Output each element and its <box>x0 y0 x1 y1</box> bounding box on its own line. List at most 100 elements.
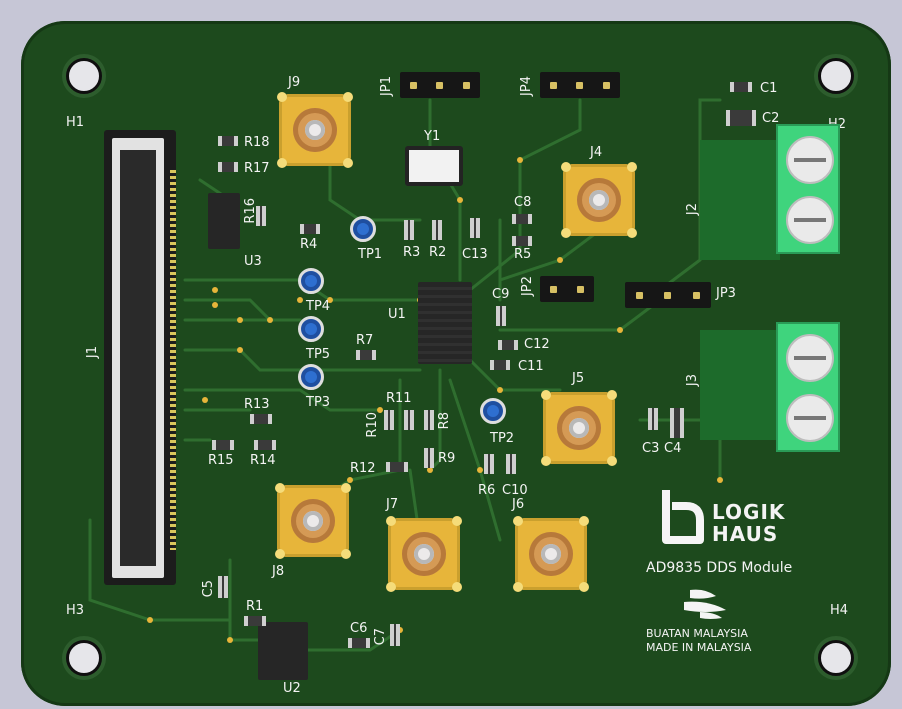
label-c10: C10 <box>502 483 528 498</box>
terminal-block-j3 <box>776 322 840 452</box>
connector-j1 <box>104 130 176 585</box>
resistor-r10 <box>384 410 394 430</box>
jumper-jp2 <box>540 276 594 302</box>
brand-line1: LOGIK <box>712 500 786 524</box>
label-h1: H1 <box>66 115 85 130</box>
label-r5: R5 <box>514 247 532 262</box>
capacitor-c4 <box>670 408 684 438</box>
label-r14: R14 <box>250 453 276 468</box>
jumper-jp4 <box>540 72 620 98</box>
label-j9: J9 <box>288 75 301 90</box>
sma-connector-j5 <box>541 390 617 466</box>
mounting-hole-h2 <box>818 58 854 94</box>
label-r7: R7 <box>356 333 374 348</box>
terminal-j2-body <box>700 140 780 260</box>
label-c3: C3 <box>642 441 660 456</box>
resistor-r17 <box>218 162 238 172</box>
resistor-r5 <box>512 236 532 246</box>
label-c2: C2 <box>762 111 780 126</box>
label-c11: C11 <box>518 359 544 374</box>
screw-icon <box>786 394 834 442</box>
jumper-jp3 <box>625 282 711 308</box>
label-c9: C9 <box>492 287 510 302</box>
mounting-hole-h1 <box>66 58 102 94</box>
resistor-r11 <box>404 410 414 430</box>
capacitor-c11 <box>490 360 510 370</box>
testpoint-tp2 <box>480 398 506 424</box>
brand-line2: HAUS <box>712 522 779 546</box>
label-r2: R2 <box>429 245 447 260</box>
ic-u2 <box>258 622 308 680</box>
resistor-r1 <box>244 616 266 626</box>
sma-connector-j8 <box>275 483 351 559</box>
capacitor-c8 <box>512 214 532 224</box>
label-h4: H4 <box>830 603 849 618</box>
label-h3: H3 <box>66 603 85 618</box>
label-r11: R11 <box>386 391 412 406</box>
capacitor-c5 <box>218 576 228 598</box>
label-j6: J6 <box>512 497 525 512</box>
label-tp2: TP2 <box>490 431 515 446</box>
capacitor-c6 <box>348 638 370 648</box>
label-jp3: JP3 <box>716 286 736 301</box>
label-tp1: TP1 <box>358 247 383 262</box>
capacitor-c13 <box>470 218 480 238</box>
screw-icon <box>786 196 834 244</box>
screw-icon <box>786 334 834 382</box>
screw-icon <box>786 136 834 184</box>
label-r13: R13 <box>244 397 270 412</box>
resistor-r4 <box>300 224 320 234</box>
label-c1: C1 <box>760 81 778 96</box>
origin-line2: MADE IN MALAYSIA <box>646 641 752 654</box>
testpoint-tp5 <box>298 316 324 342</box>
capacitor-c9 <box>496 306 506 326</box>
capacitor-c2 <box>726 110 756 126</box>
resistor-r13 <box>250 414 272 424</box>
label-j7: J7 <box>386 497 399 512</box>
resistor-r12 <box>386 462 408 472</box>
resistor-r15 <box>212 440 234 450</box>
capacitor-c7 <box>390 624 400 646</box>
label-u2: U2 <box>283 681 301 696</box>
label-u3: U3 <box>244 254 262 269</box>
capacitor-c1 <box>730 82 752 92</box>
label-r18: R18 <box>244 135 270 150</box>
terminal-j3-body <box>700 330 780 440</box>
label-r6: R6 <box>478 483 496 498</box>
resistor-r6 <box>484 454 494 474</box>
resistor-r8 <box>424 410 434 430</box>
mounting-hole-h3 <box>66 640 102 676</box>
jumper-jp1 <box>400 72 480 98</box>
label-c12: C12 <box>524 337 550 352</box>
label-j5: J5 <box>572 371 585 386</box>
label-r17: R17 <box>244 161 270 176</box>
label-c8: C8 <box>514 195 532 210</box>
mounting-hole-h4 <box>818 640 854 676</box>
testpoint-tp4 <box>298 268 324 294</box>
capacitor-c3 <box>648 408 658 430</box>
crystal-y1 <box>405 146 463 186</box>
resistor-r14 <box>254 440 276 450</box>
label-tp3: TP3 <box>306 395 331 410</box>
label-r1: R1 <box>246 599 264 614</box>
label-r9: R9 <box>438 451 456 466</box>
testpoint-tp1 <box>350 216 376 242</box>
capacitor-c12 <box>498 340 518 350</box>
label-r3: R3 <box>403 245 421 260</box>
capacitor-c10 <box>506 454 516 474</box>
label-tp4: TP4 <box>306 299 331 314</box>
resistor-r18 <box>218 136 238 146</box>
testpoint-tp3 <box>298 364 324 390</box>
label-u1: U1 <box>388 307 406 322</box>
resistor-r16 <box>256 206 266 226</box>
label-c6: C6 <box>350 621 368 636</box>
sma-connector-j9 <box>277 92 353 168</box>
label-y1: Y1 <box>424 129 441 144</box>
board-title: AD9835 DDS Module <box>646 560 793 576</box>
sma-connector-j6 <box>513 516 589 592</box>
label-c13: C13 <box>462 247 488 262</box>
label-r4: R4 <box>300 237 318 252</box>
label-tp5: TP5 <box>306 347 331 362</box>
